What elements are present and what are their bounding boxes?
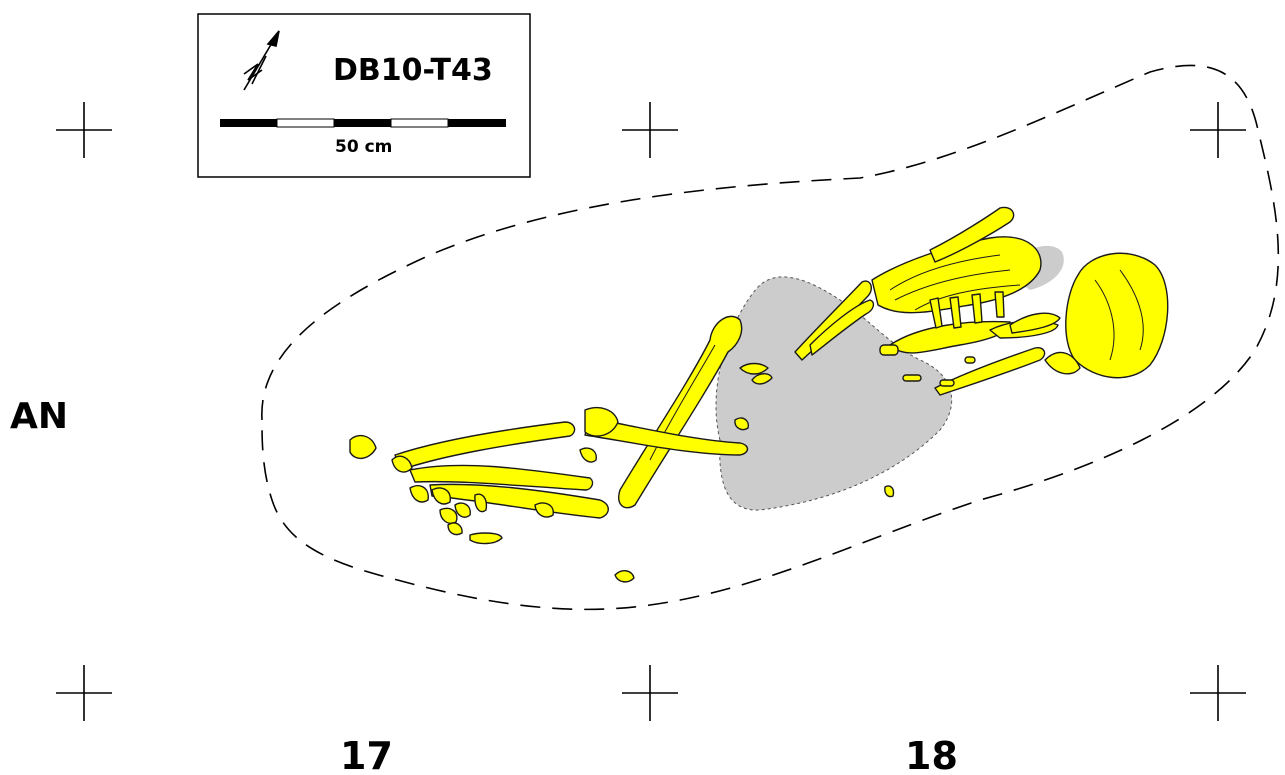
skeleton bbox=[349, 206, 1169, 583]
area-label: AN bbox=[10, 396, 68, 437]
scale-label: 50 cm bbox=[335, 137, 392, 157]
tibia bbox=[584, 417, 749, 456]
grid-cross bbox=[56, 102, 112, 158]
humerus bbox=[929, 206, 1015, 263]
grid-cross bbox=[1190, 665, 1246, 721]
legend-frame bbox=[197, 13, 531, 178]
femur bbox=[618, 315, 743, 509]
grid-cross bbox=[1190, 102, 1246, 158]
grid-label-17: 17 bbox=[340, 734, 393, 775]
north-arrow-icon bbox=[243, 30, 280, 91]
scale-bar bbox=[220, 118, 506, 128]
grid-crosses bbox=[56, 102, 1246, 721]
grid-cross bbox=[622, 102, 678, 158]
soil-stain bbox=[715, 276, 953, 511]
fibula bbox=[394, 421, 576, 471]
grid-cross bbox=[56, 665, 112, 721]
burial-id: DB10-T43 bbox=[333, 53, 493, 88]
grid-cross bbox=[622, 665, 678, 721]
skull bbox=[1065, 252, 1169, 379]
legend-box: DB10-T43 50 cm bbox=[197, 13, 531, 178]
grave-outline bbox=[261, 64, 1280, 611]
ulna bbox=[809, 299, 875, 356]
foot bbox=[409, 484, 429, 503]
grid-label-18: 18 bbox=[905, 734, 958, 775]
